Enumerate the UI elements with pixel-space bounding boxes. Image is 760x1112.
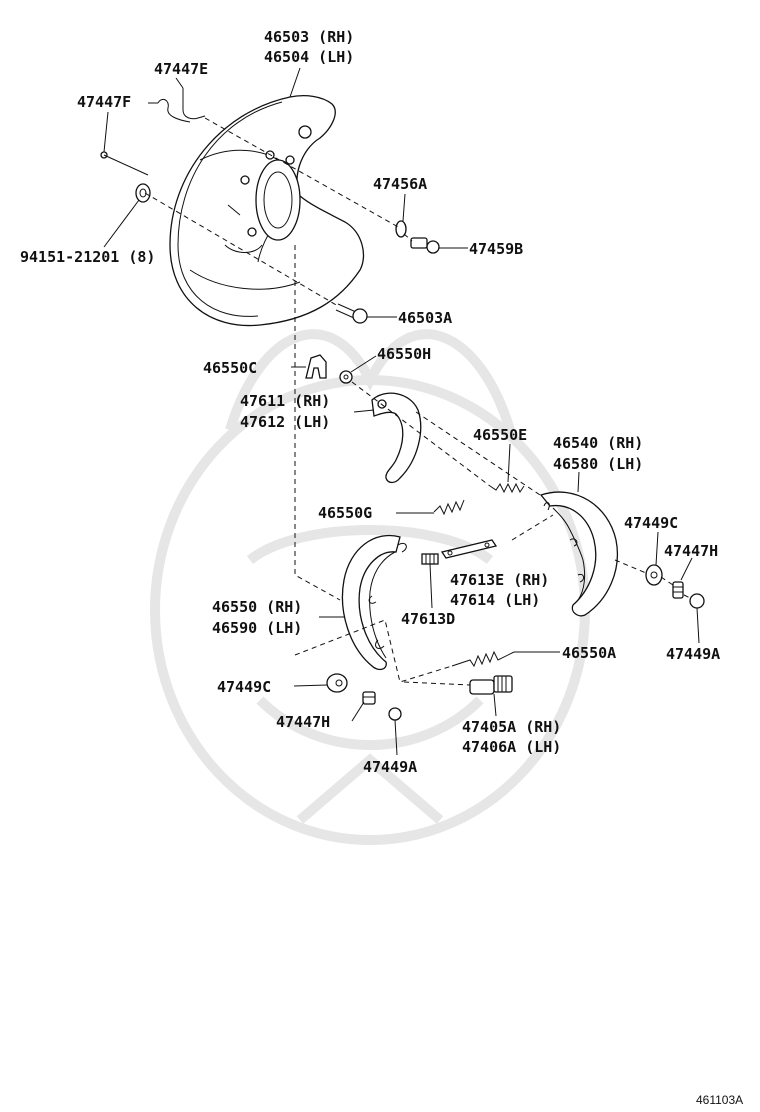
clip-46550c xyxy=(305,354,327,379)
cup-47449c-left xyxy=(326,673,348,693)
figure-number: 461103A xyxy=(696,1093,743,1107)
washer-94151 xyxy=(135,183,151,203)
label-47449c-right: 47449C xyxy=(624,514,678,532)
spring-47447h-right xyxy=(672,581,684,599)
adjuster-47405a xyxy=(469,675,513,695)
spring-46550e xyxy=(489,482,525,494)
label-46550g: 46550G xyxy=(318,504,372,522)
spring-46550g xyxy=(433,499,465,516)
cup-47449c-right xyxy=(645,564,663,586)
spring-47613d xyxy=(421,553,439,565)
backing-plate xyxy=(169,95,365,327)
bolt-47459b xyxy=(410,237,440,254)
brake-shoe-right xyxy=(539,491,618,617)
washer-47456a xyxy=(395,220,407,238)
assembly-lines xyxy=(144,117,691,686)
label-47611-rh: 47611 (RH) xyxy=(240,392,330,410)
label-46590-lh: 46590 (LH) xyxy=(212,619,302,637)
label-46550a: 46550A xyxy=(562,644,616,662)
label-47612-lh: 47612 (LH) xyxy=(240,413,330,431)
label-46550c: 46550C xyxy=(203,359,257,377)
label-47447e: 47447E xyxy=(154,60,208,78)
label-94151-21201: 94151-21201 (8) xyxy=(20,248,155,266)
spring-47447h-left xyxy=(362,691,376,705)
brake-shoe-left xyxy=(341,534,407,671)
leader-lines xyxy=(103,67,700,756)
label-46550e: 46550E xyxy=(473,426,527,444)
cable-retainer-47447e xyxy=(182,88,206,120)
label-46503a: 46503A xyxy=(398,309,452,327)
parking-lever xyxy=(371,392,422,484)
label-47613e-rh: 47613E (RH) xyxy=(450,571,549,589)
spring-46550a xyxy=(451,650,515,668)
label-47613d: 47613D xyxy=(401,610,455,628)
label-46504-lh: 46504 (LH) xyxy=(264,48,354,66)
label-47447h-left: 47447H xyxy=(276,713,330,731)
pin-47449a-bottom xyxy=(388,707,402,721)
label-47456a: 47456A xyxy=(373,175,427,193)
bolt-46503a xyxy=(335,303,368,324)
part-labels: 46503 (RH) 46504 (LH) 47447E 47447F 4745… xyxy=(20,28,720,776)
label-47459b: 47459B xyxy=(469,240,523,258)
label-46540-rh: 46540 (RH) xyxy=(553,434,643,452)
label-47447f: 47447F xyxy=(77,93,131,111)
label-46550h: 46550H xyxy=(377,345,431,363)
label-46580-lh: 46580 (LH) xyxy=(553,455,643,473)
nut-46550h xyxy=(339,370,353,384)
label-47449a-right: 47449A xyxy=(666,645,720,663)
label-46550-rh: 46550 (RH) xyxy=(212,598,302,616)
label-47405a-rh: 47405A (RH) xyxy=(462,718,561,736)
cable-clip-47447f xyxy=(157,98,191,123)
label-47406a-lh: 47406A (LH) xyxy=(462,738,561,756)
label-47449a-bottom: 47449A xyxy=(363,758,417,776)
label-47614-lh: 47614 (LH) xyxy=(450,591,540,609)
label-47449c-left: 47449C xyxy=(217,678,271,696)
pin-47449a-right xyxy=(689,593,705,609)
pin-bolt xyxy=(100,151,149,176)
label-47447h-right: 47447H xyxy=(664,542,718,560)
label-46503-rh: 46503 (RH) xyxy=(264,28,354,46)
strut-47613e xyxy=(440,539,498,559)
